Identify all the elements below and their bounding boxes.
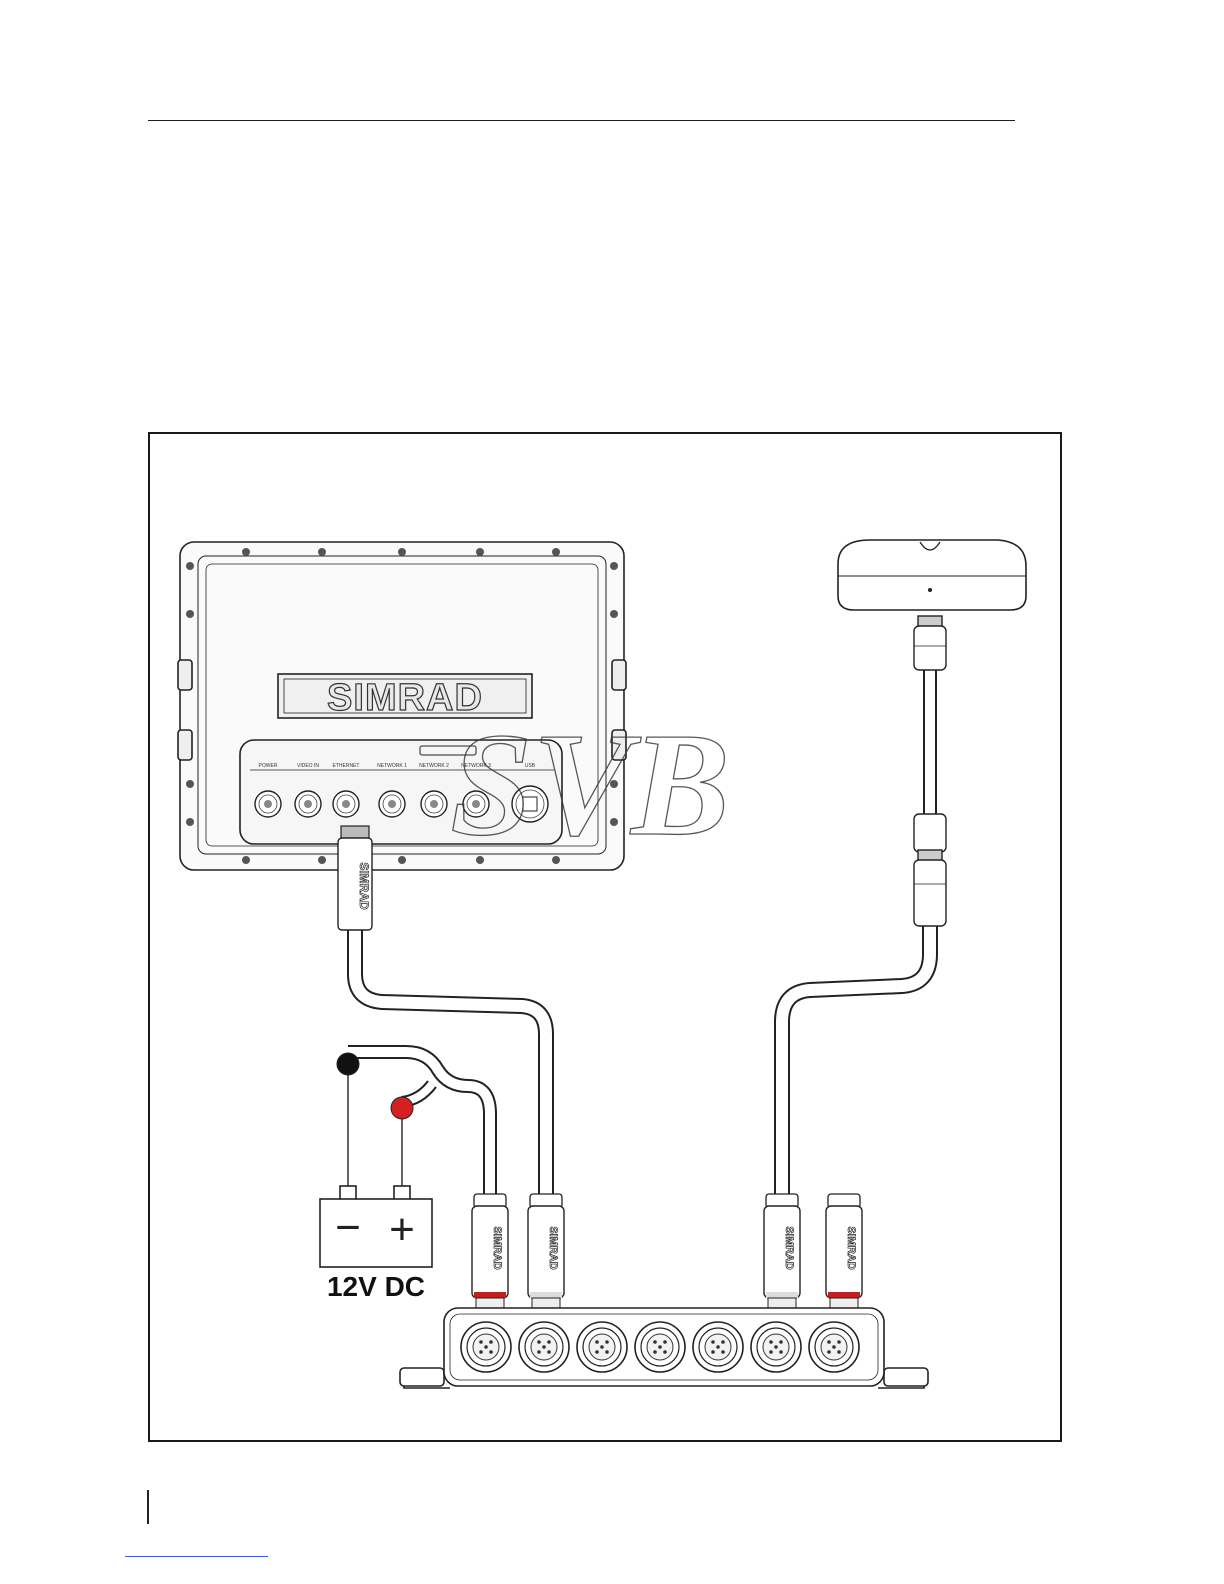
battery-negative-symbol: − bbox=[335, 1203, 361, 1252]
drop-connector-brand: SIMRAD bbox=[845, 1226, 857, 1269]
network-block-port[interactable] bbox=[809, 1322, 859, 1372]
drop-connector[interactable]: SIMRAD bbox=[528, 1194, 564, 1308]
drop-connector[interactable]: SIMRAD bbox=[764, 1194, 800, 1308]
wiring-diagram: SIMRAD POWER VIDEO IN ETHERNET NETWORK 1 NET… bbox=[150, 434, 1064, 1444]
port-label: ETHERNET bbox=[333, 763, 360, 769]
drop-connectors: SIMRAD SIMRAD SIMRAD SIMRAD bbox=[472, 1194, 862, 1308]
network-block-port[interactable] bbox=[693, 1322, 743, 1372]
display-port[interactable] bbox=[295, 791, 321, 817]
network-block-port[interactable] bbox=[635, 1322, 685, 1372]
drop-connector-brand: SIMRAD bbox=[783, 1226, 795, 1269]
display-port[interactable] bbox=[333, 791, 359, 817]
port-label: POWER bbox=[259, 763, 278, 769]
network-block-port[interactable] bbox=[519, 1322, 569, 1372]
footer-link-underline[interactable] bbox=[125, 1556, 268, 1557]
network-block-port[interactable] bbox=[577, 1322, 627, 1372]
drop-connector[interactable]: SIMRAD bbox=[826, 1194, 862, 1308]
port-label: NETWORK 1 bbox=[377, 763, 407, 769]
watermark: SVB bbox=[450, 703, 730, 867]
battery-positive-symbol: + bbox=[389, 1205, 415, 1254]
display-port[interactable] bbox=[255, 791, 281, 817]
display-connector[interactable]: SIMRAD bbox=[338, 826, 372, 930]
battery-voltage-label: 12V DC bbox=[327, 1271, 425, 1302]
drop-connector[interactable]: SIMRAD bbox=[472, 1194, 508, 1308]
display-port[interactable] bbox=[379, 791, 405, 817]
display-port[interactable] bbox=[421, 791, 447, 817]
network-block-port[interactable] bbox=[461, 1322, 511, 1372]
positive-terminal-icon bbox=[391, 1097, 413, 1119]
gps-antenna-icon bbox=[838, 540, 1026, 610]
drop-connector-brand: SIMRAD bbox=[547, 1226, 559, 1269]
negative-terminal-icon bbox=[337, 1053, 359, 1075]
wiring-diagram-frame: SIMRAD POWER VIDEO IN ETHERNET NETWORK 1 NET… bbox=[148, 432, 1062, 1442]
antenna-extension-connector[interactable] bbox=[914, 814, 946, 926]
port-label: NETWORK 2 bbox=[419, 763, 449, 769]
display-connector-brand: SIMRAD bbox=[357, 862, 371, 910]
network-block-port[interactable] bbox=[751, 1322, 801, 1372]
page-edge-mark bbox=[147, 1490, 149, 1524]
header-rule bbox=[148, 120, 1015, 121]
antenna-connector-top[interactable] bbox=[914, 616, 946, 670]
drop-connector-brand: SIMRAD bbox=[491, 1226, 503, 1269]
port-label: VIDEO IN bbox=[297, 763, 319, 769]
